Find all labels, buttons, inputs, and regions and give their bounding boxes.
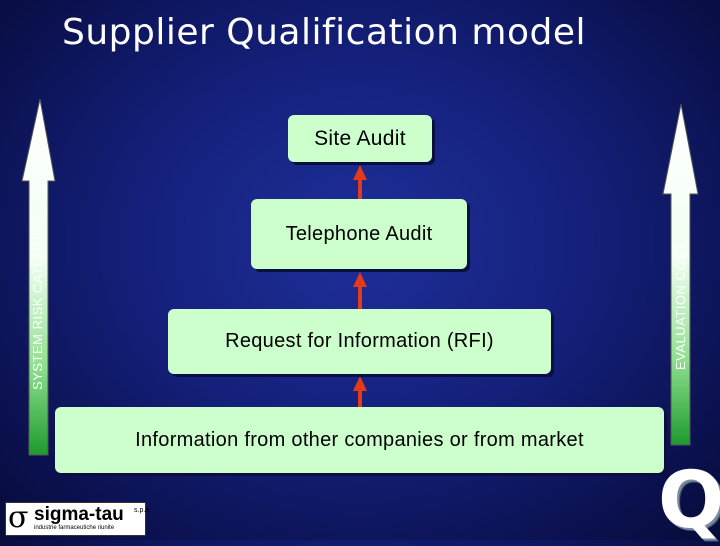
connector-arrow-telephone-to-site [353, 165, 367, 199]
site-audit-label: Site Audit [314, 126, 406, 150]
right-up-arrow [662, 103, 699, 446]
evaluation-cost-label: EVALUATION COST [673, 242, 688, 370]
q-mark-icon: Q [658, 456, 720, 546]
slide-title: Supplier Qualification model [62, 12, 587, 53]
rfi-label: Request for Information (RFI) [225, 330, 494, 352]
connector-arrow-info-to-rfi [353, 376, 367, 407]
market-information-box: Information from other companies or from… [55, 407, 664, 473]
logo-suffix: s.p.a. [134, 507, 152, 514]
sigma-tau-logo: σ sigma-tau industrie farmaceutiche riun… [5, 500, 152, 536]
site-audit-box: Site Audit [288, 115, 432, 162]
telephone-audit-label: Telephone Audit [285, 222, 433, 245]
system-risk-category-label: SYSTEM RISK CATEGORY [30, 217, 45, 390]
sigma-symbol-icon: σ [8, 500, 29, 535]
telephone-audit-box: Telephone Audit [251, 199, 467, 269]
connector-arrow-rfi-to-telephone [353, 272, 367, 309]
logo-name: sigma-tau [34, 504, 124, 525]
left-up-arrow [21, 98, 56, 456]
logo-subtitle: industrie farmaceutiche riunite [34, 525, 115, 531]
rfi-box: Request for Information (RFI) [168, 309, 551, 374]
market-information-label: Information from other companies or from… [135, 428, 584, 451]
